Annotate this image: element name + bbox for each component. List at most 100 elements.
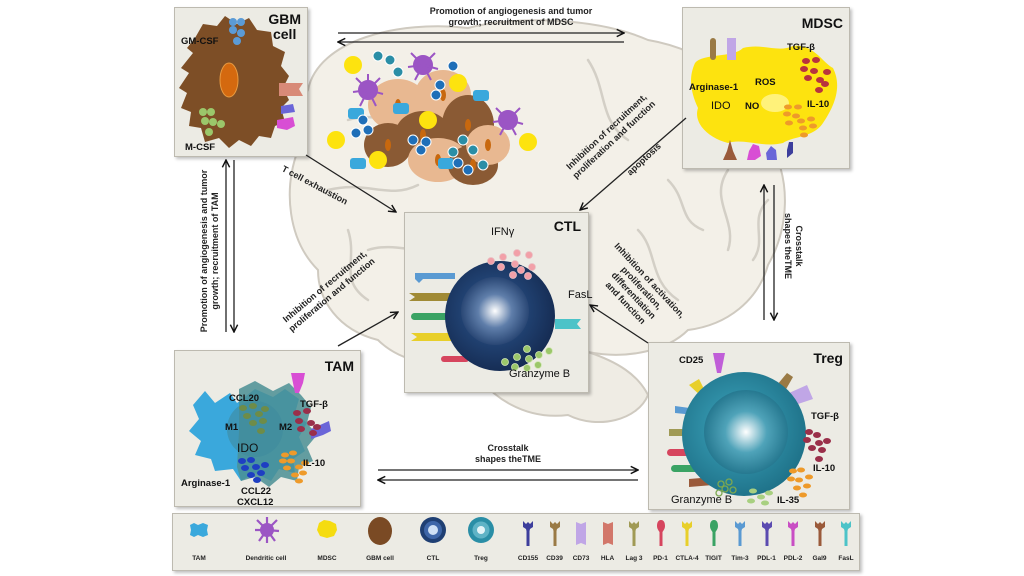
annotation-top: Promotion of angiogenesis and tumor grow…: [396, 6, 626, 28]
legend-label-pd-1: PD-1: [653, 555, 668, 562]
annotation-left-line2: growth; recruitment of TAM: [210, 192, 220, 310]
mdsc-cells: [327, 56, 537, 169]
legend-label-hla: HLA: [600, 555, 615, 562]
label-gm-csf: GM-CSF: [181, 36, 219, 47]
ctl-title: CTL: [553, 218, 581, 234]
label-granzyme-b: Granzyme B: [509, 368, 571, 380]
legend-label-tim-3: Tim-3: [731, 555, 749, 562]
annotation-top-line1: Promotion of angiogenesis and tumor: [429, 6, 593, 16]
dendritic-cell-icon: [255, 517, 280, 543]
tam-cell-icon: [189, 373, 331, 487]
legend-label-fasl: FasL: [838, 555, 854, 562]
gal9-receptor-icon: [814, 521, 825, 546]
ctla-4-receptor-icon: [682, 521, 692, 546]
legend-item-pd-1: PD-1: [648, 514, 674, 570]
label-treg-il-10: IL-10: [813, 463, 836, 474]
label-m2: M2: [279, 422, 293, 433]
legend-label-pdl-2: PDL-2: [783, 555, 803, 562]
hla-receptor-shape: [602, 522, 613, 545]
gal9-receptor-shape: [814, 521, 825, 546]
t-cells: [350, 50, 489, 176]
mdsc-cell-icon: [691, 38, 838, 160]
legend-item-tam: TAM: [179, 514, 219, 570]
legend-label-cd155: CD155: [517, 555, 539, 562]
label-cd25: CD25: [679, 355, 704, 366]
annotation-right-line2: shapes theTME: [783, 212, 793, 279]
legend-item-dendritic-cell: Dendritic cell: [231, 514, 301, 570]
pd-1-receptor-shape: [656, 520, 665, 546]
legend-label-pdl-1: PDL-1: [757, 555, 776, 562]
legend-item-mdsc: MDSC: [307, 514, 347, 570]
lag-3-receptor-icon: [629, 521, 639, 546]
label-tam-ido: IDO: [237, 441, 259, 455]
legend-label-gbm-cell: GBM cell: [366, 555, 394, 562]
legend-item-ctl: CTL: [413, 514, 453, 570]
annotation-top-line2: growth; recruitment of MDSC: [448, 17, 574, 27]
mdsc-icon: [317, 520, 337, 538]
fasl-receptor-icon: [841, 521, 851, 546]
tim-3-receptor-icon: [735, 521, 745, 546]
legend-item-cd155: CD155: [515, 514, 541, 570]
annotation-left: Promotion of angiogenesis and tumor grow…: [199, 151, 221, 351]
arrow-t-cell-exhaustion: [305, 154, 396, 212]
arrow-mdsc-to-ctl: [580, 117, 687, 210]
mdsc-panel: MDSC TGF-β Arginase-1 ROS IDO NO IL-10: [682, 7, 850, 169]
annotation-left-line1: Promotion of angiogenesis and tumor: [199, 169, 209, 333]
legend-item-gal9: Gal9: [807, 514, 833, 570]
legend-label-lag-3: Lag 3: [625, 555, 643, 562]
label-m1: M1: [225, 422, 239, 433]
legend-item-cd39: CD39: [542, 514, 568, 570]
legend-label-gal9: Gal9: [812, 555, 827, 562]
ctl-cell-icon: [409, 249, 581, 372]
label-tam-tgf-beta: TGF-β: [300, 399, 328, 410]
label-cxcl12: CXCL12: [237, 497, 274, 508]
legend-item-hla: HLA: [595, 514, 621, 570]
gbm-title-line2: cell: [272, 26, 297, 42]
tam-title: TAM: [324, 358, 354, 374]
label-ccl22: CCL22: [241, 486, 272, 497]
mdsc-title: MDSC: [801, 15, 843, 31]
arrow-treg-to-ctl: [590, 305, 649, 344]
label-ccl20: CCL20: [229, 393, 260, 404]
gbm-cell-title: GBM cell: [268, 12, 301, 42]
label-il-35: IL-35: [777, 495, 800, 506]
treg-cell-icon: [667, 353, 831, 506]
legend-item-gbm-cell: GBM cell: [355, 514, 405, 570]
label-ros: ROS: [755, 77, 776, 88]
label-tam-arginase-1: Arginase-1: [181, 478, 231, 489]
label-ifn-gamma: IFNγ: [491, 226, 515, 238]
tam-panel: TAM CCL20 TGF-β M1 M2 IDO IL-10 Arginase…: [174, 350, 361, 508]
annotation-bottom-line2: shapes theTME: [474, 454, 541, 464]
tigit-receptor-shape: [709, 520, 718, 546]
cd39-receptor-icon: [549, 521, 560, 546]
legend-label-tigit: TIGIT: [705, 555, 722, 562]
ctl-receptors: [409, 273, 581, 362]
ctla-4-receptor-shape: [682, 521, 692, 546]
cd73-receptor-icon: [576, 522, 586, 545]
legend-label-ctla-4: CTLA-4: [675, 555, 699, 562]
annotation-right-crosstalk: Crosstalk shapes theTME: [782, 206, 804, 286]
label-arginase-1: Arginase-1: [689, 82, 739, 93]
gbm-cell-panel: GBM cell GM-CSF M-CSF: [174, 7, 308, 157]
gbm-cell-icon: [179, 16, 303, 148]
legend-label-mdsc: MDSC: [317, 555, 337, 562]
treg-icon: [468, 517, 494, 543]
legend-item-pdl-2: PDL-2: [780, 514, 806, 570]
tim-3-receptor-shape: [735, 521, 745, 546]
legend-label-tam: TAM: [192, 555, 206, 562]
pdl-2-receptor-shape: [788, 521, 798, 546]
diagram-canvas: GBM cell GM-CSF M-CSF: [168, 0, 860, 576]
arrows-layer: [168, 0, 858, 512]
pd-1-receptor-icon: [656, 520, 665, 546]
gbm-title-line1: GBM: [268, 11, 301, 27]
label-il-10: IL-10: [807, 99, 830, 110]
legend-label-cd39: CD39: [546, 555, 563, 562]
legend-label-treg: Treg: [474, 555, 488, 562]
label-no: NO: [745, 101, 760, 112]
annotation-right-line1: Crosstalk: [794, 225, 804, 267]
treg-title: Treg: [813, 350, 843, 366]
arrow-tam-to-ctl: [337, 312, 398, 347]
pdl-2-receptor-icon: [788, 521, 798, 546]
legend-item-fasl: FasL: [833, 514, 859, 570]
lag-3-receptor-shape: [629, 521, 639, 546]
